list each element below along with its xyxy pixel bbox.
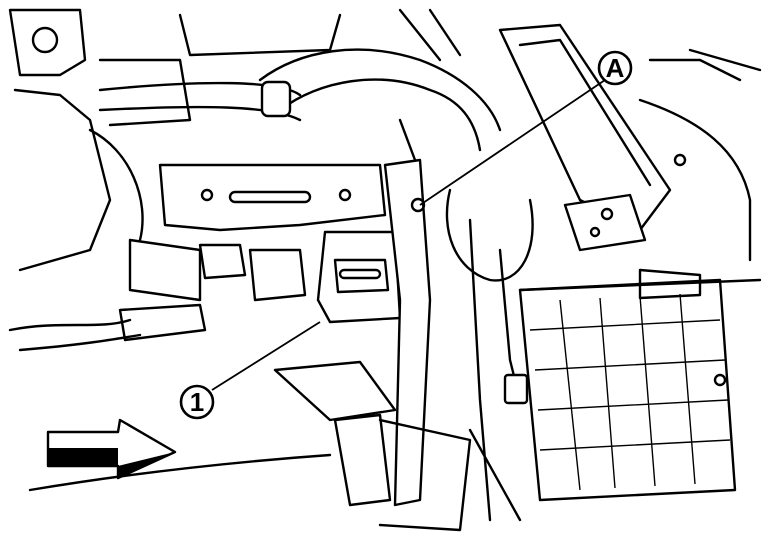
- filter-case: [518, 268, 762, 502]
- left-housing: [8, 8, 192, 352]
- mounting-bracket: [118, 163, 387, 342]
- control-unit: [316, 230, 402, 324]
- lower-assembly: [273, 360, 529, 532]
- callout-1: 1: [179, 384, 215, 420]
- blower-duct: [498, 23, 762, 262]
- arrow-shading: [48, 448, 175, 478]
- callout-A-label: A: [606, 53, 625, 83]
- leader-line-1: [211, 321, 321, 391]
- hoses: [98, 8, 502, 152]
- callout-A: A: [597, 50, 633, 86]
- harness-bracket: [383, 118, 534, 522]
- callout-1-label: 1: [190, 387, 204, 417]
- leader-line-A: [419, 79, 606, 206]
- floor-line: [28, 453, 332, 492]
